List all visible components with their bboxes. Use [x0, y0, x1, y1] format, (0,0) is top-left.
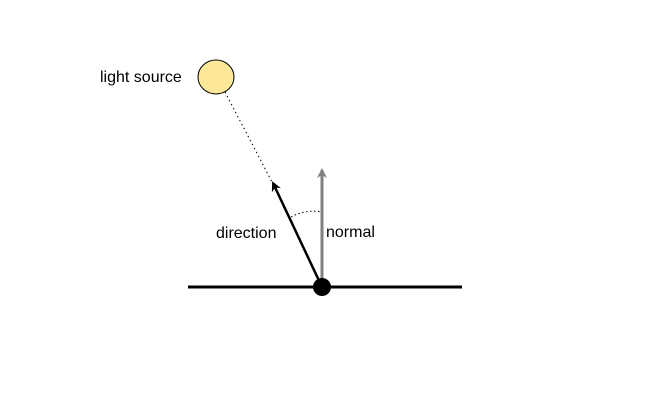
normal-label: normal [326, 224, 375, 241]
direction-arrow [271, 181, 324, 288]
light-source-icon [197, 59, 235, 95]
contact-point-icon [313, 278, 331, 296]
angle-arc [290, 210, 323, 218]
direction-label: direction [216, 225, 276, 242]
light-source-label: light source [100, 69, 182, 86]
light-ray-dotted-line [224, 91, 273, 183]
